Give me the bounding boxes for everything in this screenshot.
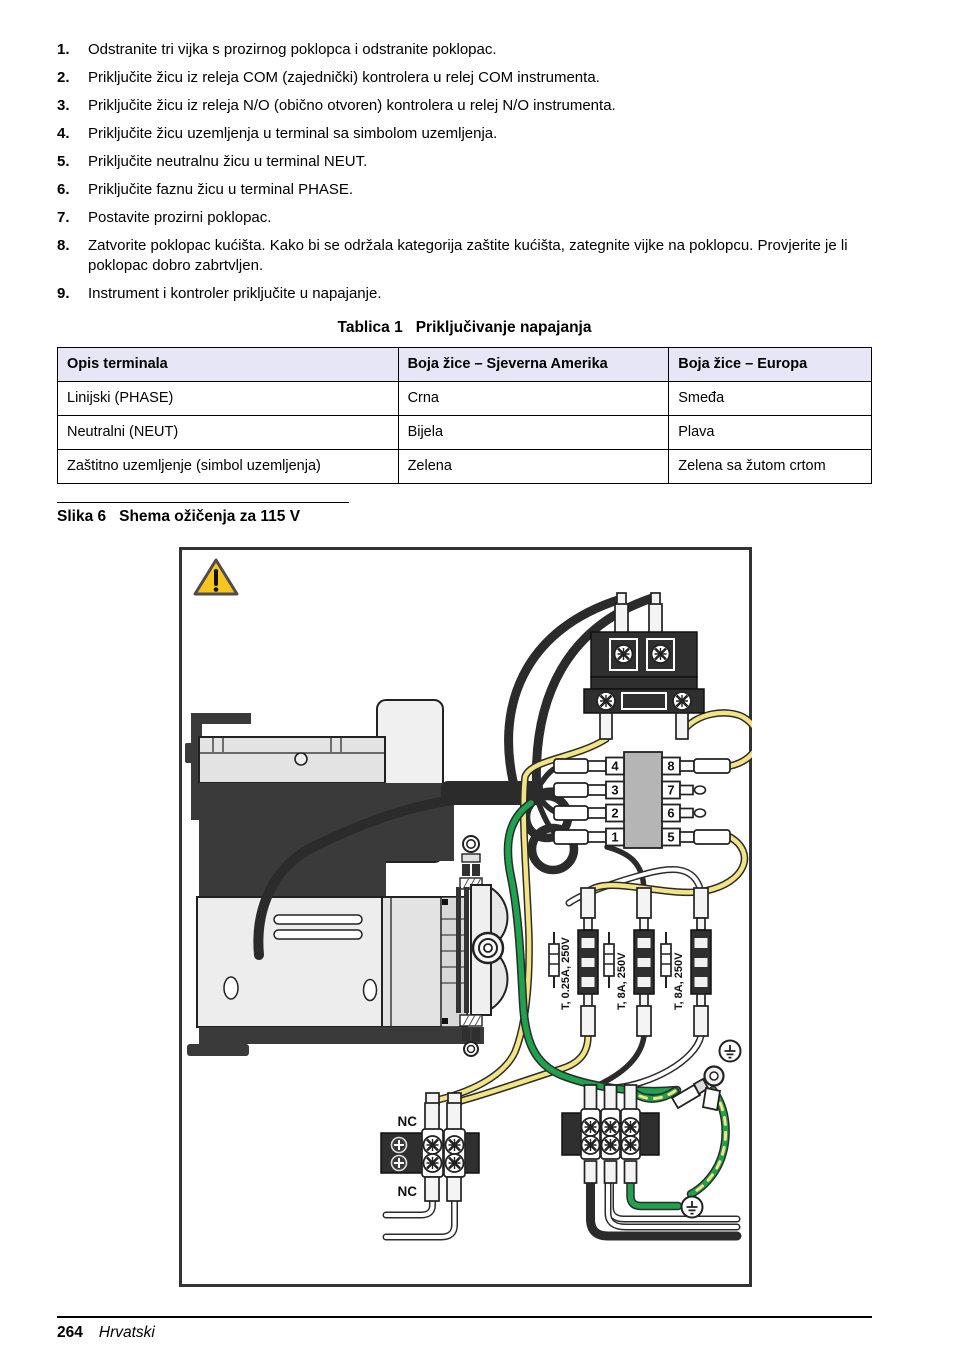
step-text: Instrument i kontroler priključite u nap… [88,285,382,302]
step-number: 4. [57,125,70,142]
instruction-step: 7. Postavite prozirni poklopac. [57,208,872,228]
instruction-step: 1. Odstranite tri vijka s prozirnog poklo… [57,40,872,60]
ring-lug [670,1065,725,1112]
instruction-step: 6. Priključite faznu žicu u terminal PHAS… [57,180,872,200]
pump-head [456,884,509,1016]
table-cell: Zelena [397,449,670,484]
step-number: 6. [57,181,70,198]
pump-head-bolt-top [459,835,483,890]
table-cell: Plava [668,415,872,450]
wire-loop [527,823,579,875]
table-row: Neutralni (NEUT) Bijela Plava [57,415,872,450]
pump-head-bolt-bottom [459,1014,483,1057]
cable-sheath [441,781,543,805]
nc-label-top: NC [398,1114,418,1129]
step-text: Priključite žicu iz releja COM (zajednič… [88,69,600,86]
step-number: 2. [57,69,70,86]
pin-number: 4 [611,759,619,774]
table-cell: Zaštitno uzemljenje (simbol uzemljenja) [57,449,399,484]
table-cell: Neutralni (NEUT) [57,415,399,450]
figure-container: 4 3 2 1 8 7 6 5 T, 0.25A, 250V T, 8A, 25… [179,547,762,1292]
white-wire [384,1197,435,1217]
green-wire [627,1178,681,1209]
wiring-diagram-figure: 4 3 2 1 8 7 6 5 T, 0.25A, 250V T, 8A, 25… [179,547,762,1287]
yellow-wire [430,736,609,1104]
instruction-step: 3. Priključite žicu iz releja N/O (obično… [57,96,872,116]
instruction-step: 8. Zatvorite poklopac kućišta. Kako bi se… [57,236,872,276]
table-title-text: Priključivanje napajanja [415,319,592,336]
table-cell: Smeđa [668,381,872,416]
instruction-list: 1. Odstranite tri vijka s prozirnog poklo… [57,40,872,304]
fuse-rating-label: T, 8A, 250V [673,952,685,1010]
nc-terminal-block: NC NC [380,1092,480,1202]
table-cell: Linijski (PHASE) [57,381,399,416]
yellow-wire [679,710,760,769]
step-number: 3. [57,97,70,114]
step-text: Priključite neutralnu žicu u terminal NE… [88,153,368,170]
step-text: Zatvorite poklopac kućišta. Kako bi se o… [88,237,848,274]
step-text: Priključite faznu žicu u terminal PHASE. [88,181,354,198]
step-number: 9. [57,285,70,302]
power-connection-table: Opis terminala Boja žice – Sjeverna Amer… [57,347,872,484]
figure-label: Slika 6 [57,508,107,525]
pin-number: 6 [667,806,674,821]
page-number: 264 [57,1324,83,1341]
pin-number: 2 [611,806,618,821]
table-cell: Crna [397,381,670,416]
step-number: 7. [57,209,70,226]
pin-number: 1 [611,830,618,845]
ground-icon [680,1195,704,1219]
power-terminal-block [561,1084,660,1184]
step-number: 1. [57,41,70,58]
figure-caption: Slika 6 Shema ožičenja za 115 V [57,502,872,526]
pin-number: 8 [667,759,674,774]
table-row: Zaštitno uzemljenje (simbol uzemljenja) … [57,449,872,484]
column-header: Boja žice – Sjeverna Amerika [397,347,670,382]
black-wire [586,1176,742,1241]
instruction-step: 2. Priključite žicu iz releja COM (zajedn… [57,68,872,88]
table-row: Linijski (PHASE) Crna Smeđa [57,381,872,416]
pin-number: 3 [611,783,618,798]
ground-icon [718,1039,742,1063]
top-terminal-block [583,592,705,740]
page-footer: 264 Hrvatski [57,1316,872,1342]
pin-number: 7 [667,783,674,798]
green-yellow-wire [630,1089,677,1100]
caption-rule [57,502,349,503]
step-number: 5. [57,153,70,170]
warning-icon [193,558,239,596]
column-header: Opis terminala [57,347,399,382]
step-number: 8. [57,237,70,254]
green-yellow-wire [689,1088,728,1196]
numbered-terminal-strip: 4 3 2 1 8 7 6 5 [553,751,731,849]
table-label: Tablica 1 [337,319,403,336]
step-text: Priključite žicu iz releja N/O (obično o… [88,97,616,114]
pump-cable [253,792,484,960]
instruction-step: 4. Priključite žicu uzemljenja u terminal… [57,124,872,144]
table-title: Tablica 1 Priključivanje napajanja [57,319,872,337]
table-header-row: Opis terminala Boja žice – Sjeverna Amer… [57,347,872,382]
green-wire [505,800,680,1094]
white-wire [384,1197,457,1239]
figure-title: Shema ožičenja za 115 V [119,508,301,525]
step-text: Odstranite tri vijka s prozirnog poklopc… [88,41,497,58]
step-text: Priključite žicu uzemljenja u terminal s… [88,125,498,142]
step-text: Postavite prozirni poklopac. [88,209,272,226]
instruction-step: 5. Priključite neutralnu žicu u terminal … [57,152,872,172]
table-cell: Bijela [397,415,670,450]
page-content: 1. Odstranite tri vijka s prozirnog poklo… [57,40,872,526]
nc-label-bottom: NC [398,1184,418,1199]
fuse-rating-label: T, 0.25A, 250V [560,937,572,1010]
fuse-rating-label: T, 8A, 250V [616,952,628,1010]
table-cell: Zelena sa žutom crtom [668,449,872,484]
pin-number: 5 [667,830,674,845]
fuses: T, 0.25A, 250V T, 8A, 250V T, 8A, 250V [548,887,712,1037]
white-wire [606,1183,739,1229]
black-wire [504,594,626,802]
language-label: Hrvatski [98,1324,155,1341]
column-header: Boja žice – Europa [668,347,872,382]
instruction-step: 9. Instrument i kontroler priključite u n… [57,284,872,304]
